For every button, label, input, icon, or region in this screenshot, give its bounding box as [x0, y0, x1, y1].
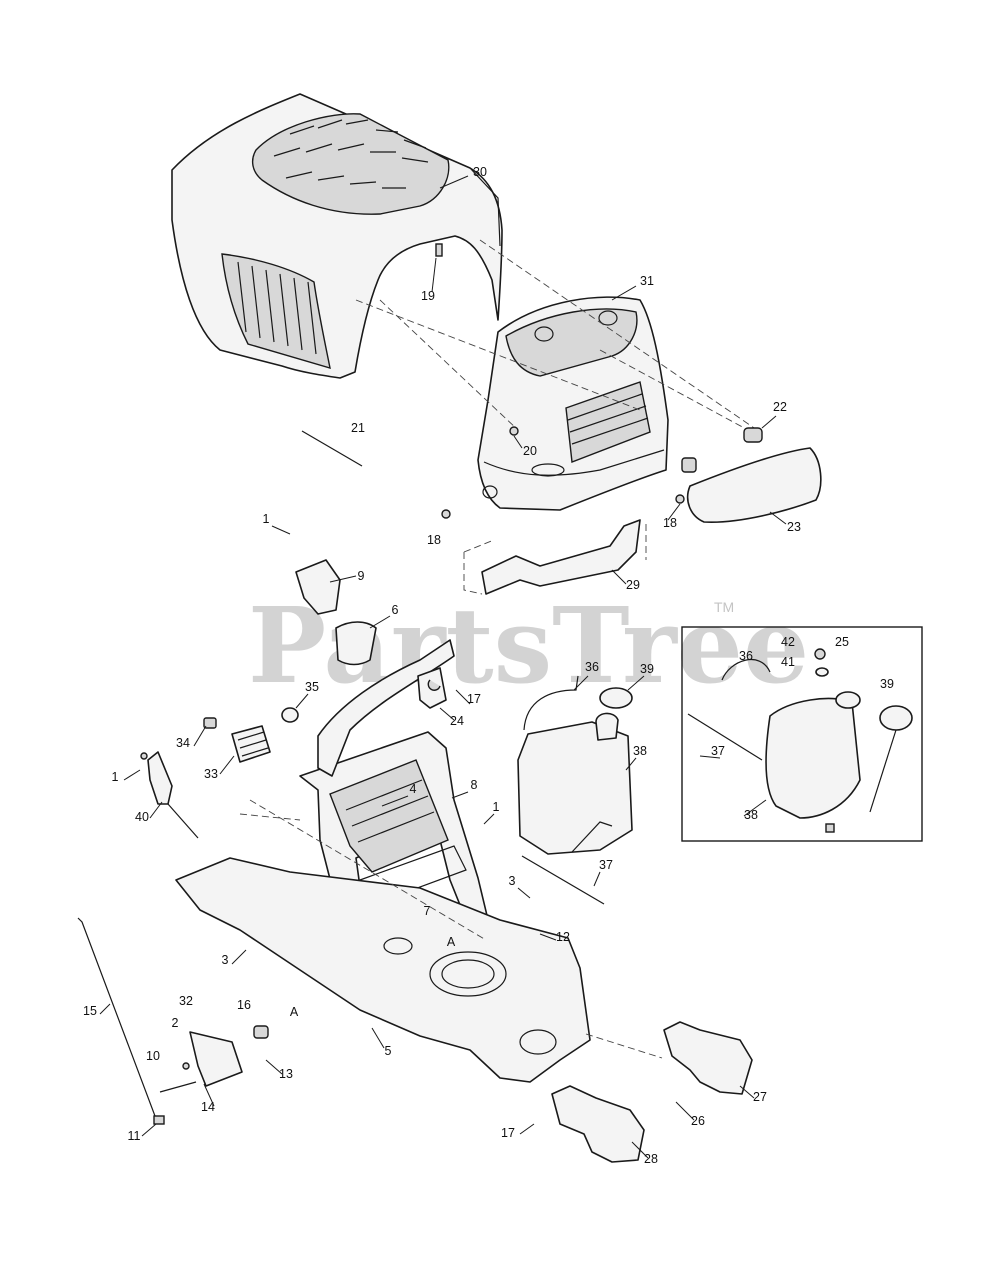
- callout-c35: 35: [305, 680, 319, 694]
- tank-strap-part: [521, 855, 605, 905]
- right-bracket-part: [663, 1021, 753, 1095]
- callout-c5: 5: [385, 1044, 392, 1058]
- callout-c42: 42: [781, 635, 795, 649]
- grille-bracket-part: [481, 519, 641, 595]
- callout-c39a: 39: [640, 662, 654, 676]
- callout-c30: 30: [473, 165, 487, 179]
- watermark-tm: TM: [714, 599, 734, 615]
- callout-c3a: 3: [509, 874, 516, 888]
- callout-c1b: 1: [112, 770, 119, 784]
- bumper-part: [686, 447, 822, 523]
- callout-c37a: 37: [711, 744, 725, 758]
- callout-c4: 4: [410, 782, 417, 796]
- callout-c36b: 36: [739, 649, 753, 663]
- callout-c29: 29: [626, 578, 640, 592]
- callout-c14: 14: [201, 1100, 215, 1114]
- callout-c8: 8: [471, 778, 478, 792]
- hood-part: [171, 93, 503, 379]
- callout-c22: 22: [773, 400, 787, 414]
- fuel-tank-part: [517, 712, 633, 855]
- callout-c20: 20: [523, 444, 537, 458]
- ignition-switch-part: [203, 707, 299, 763]
- callout-c41: 41: [781, 655, 795, 669]
- callout-c18b: 18: [663, 516, 677, 530]
- callout-c6: 6: [392, 603, 399, 617]
- callout-cA2: A: [290, 1005, 299, 1019]
- callout-c33: 33: [204, 767, 218, 781]
- callout-c27: 27: [753, 1090, 767, 1104]
- callout-c40: 40: [135, 810, 149, 824]
- callout-c16: 16: [237, 998, 251, 1012]
- callout-c9: 9: [358, 569, 365, 583]
- callout-c1c: 1: [493, 800, 500, 814]
- callout-c15: 15: [83, 1004, 97, 1018]
- fastener-group-top: [435, 243, 763, 519]
- callout-c28: 28: [644, 1152, 658, 1166]
- callout-cA1: A: [447, 935, 456, 949]
- cable-tie-part: [301, 430, 363, 467]
- callout-c39b: 39: [880, 677, 894, 691]
- callout-c1a: 1: [263, 512, 270, 526]
- callout-c26: 26: [691, 1114, 705, 1128]
- grille-part: [477, 296, 669, 511]
- callout-c3b: 3: [222, 953, 229, 967]
- steering-support-part: [317, 639, 455, 777]
- callout-c19: 19: [421, 289, 435, 303]
- inset-box: [681, 626, 923, 842]
- callout-c32: 32: [179, 994, 193, 1008]
- callout-c21: 21: [351, 421, 365, 435]
- left-bracket-part: [551, 1085, 645, 1163]
- callout-c25: 25: [835, 635, 849, 649]
- steering-bracket-part: [295, 559, 341, 615]
- callout-c36a: 36: [585, 660, 599, 674]
- callout-c38a: 38: [633, 744, 647, 758]
- callout-c17a: 17: [467, 692, 481, 706]
- steering-bushing-part: [335, 621, 377, 666]
- callout-c7: 7: [424, 904, 431, 918]
- callout-c38b: 38: [744, 808, 758, 822]
- callout-c13: 13: [279, 1067, 293, 1081]
- fuel-cap-part: [599, 687, 633, 709]
- callout-c11: 11: [128, 1129, 141, 1143]
- linkage-part: [77, 917, 269, 1125]
- leader-lines: [99, 175, 787, 1159]
- callout-c12: 12: [556, 930, 570, 944]
- callout-c10: 10: [146, 1049, 160, 1063]
- callout-c24: 24: [450, 714, 464, 728]
- throttle-control-part: [140, 751, 199, 839]
- callout-c2: 2: [172, 1016, 179, 1030]
- callout-c37b: 37: [599, 858, 613, 872]
- callout-c18a: 18: [427, 533, 441, 547]
- callout-c34: 34: [176, 736, 190, 750]
- frame-part: [175, 799, 591, 1083]
- callout-c23: 23: [787, 520, 801, 534]
- callout-c17b: 17: [501, 1126, 515, 1140]
- callout-c31: 31: [640, 274, 654, 288]
